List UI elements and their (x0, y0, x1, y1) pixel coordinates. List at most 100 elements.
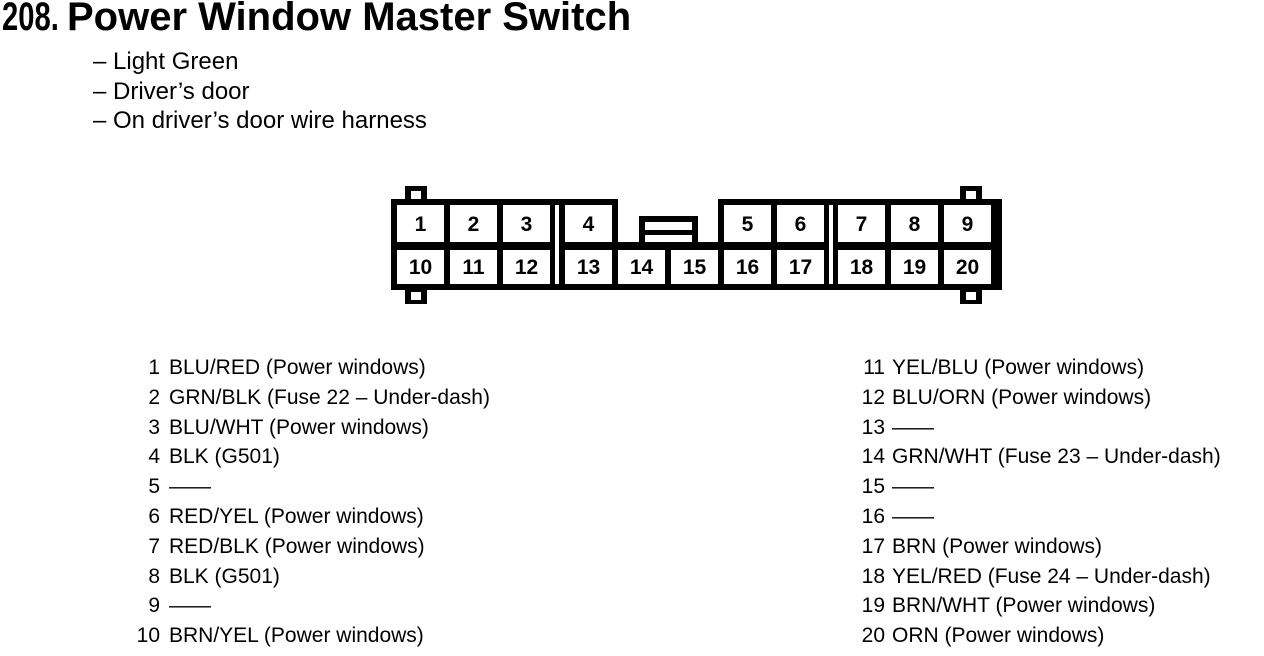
pin-description: —— (892, 504, 934, 528)
pin-cell-label: 16 (736, 256, 759, 279)
pin-cell-label: 4 (583, 213, 595, 236)
pin-cell (397, 250, 444, 284)
pin-cell (891, 250, 938, 284)
pin-cell (838, 205, 885, 242)
pin-cell (565, 205, 612, 242)
pin-number: 19 (861, 594, 885, 618)
pin-cell-label: 12 (515, 256, 538, 279)
pin-cell (565, 250, 612, 284)
pin-row: 18 YEL/RED (Fuse 24 – Under-dash) (857, 562, 1221, 592)
pin-cell-label: 19 (903, 256, 926, 279)
note-line: – Light Green (93, 48, 239, 75)
pin-number: 9 (148, 594, 160, 618)
pin-description: ORN (Power windows) (892, 624, 1105, 648)
pin-cell-label: 6 (795, 213, 807, 236)
pin-cell-label: 2 (468, 213, 480, 236)
pin-cell (724, 205, 771, 242)
pin-description: BLK (G501) (169, 445, 280, 469)
connector-latch-slot (645, 235, 692, 242)
pin-description: BLK (G501) (169, 564, 280, 588)
pin-row: 1 BLU/RED (Power windows) (132, 353, 490, 383)
pin-description: GRN/BLK (Fuse 22 – Under-dash) (169, 385, 490, 409)
section-number: 208. (2, 0, 59, 39)
pin-cell (503, 205, 550, 242)
pin-number: 10 (136, 624, 160, 648)
pin-row: 9 —— (132, 591, 490, 621)
pin-number: 12 (861, 385, 885, 409)
pin-number: 1 (148, 356, 160, 379)
pin-number: 20 (861, 624, 885, 648)
pin-list-right: 11 YEL/BLU (Power windows) 12 BLU/ORN (Pow… (857, 353, 1221, 651)
pin-row: 10 BRN/YEL (Power windows) (132, 621, 490, 651)
page-title: Power Window Master Switch (67, 0, 632, 39)
pin-description: BLU/RED (Power windows) (169, 356, 426, 379)
pin-row: 6 RED/YEL (Power windows) (132, 502, 490, 532)
pin-number: 13 (861, 415, 885, 439)
connector-latch (639, 216, 698, 250)
pin-description: YEL/RED (Fuse 24 – Under-dash) (892, 564, 1211, 588)
pin-cell (503, 250, 550, 284)
pin-description: —— (892, 415, 934, 439)
pin-description: BRN/YEL (Power windows) (169, 624, 424, 648)
connector-tab-hole (411, 191, 421, 199)
pin-cell-label: 17 (789, 256, 812, 279)
connector-tab-hole (966, 292, 976, 300)
pin-row: 12 BLU/ORN (Power windows) (857, 383, 1221, 413)
pin-description: —— (892, 475, 934, 499)
pin-cell-label: 13 (577, 256, 600, 279)
pin-row: 15—— (857, 472, 1221, 502)
pin-cell (891, 205, 938, 242)
pin-cell-label: 14 (630, 256, 654, 279)
pin-cell (944, 250, 991, 284)
pin-cell (944, 205, 991, 242)
pin-row: 5 —— (132, 472, 490, 502)
pin-number: 2 (148, 385, 160, 409)
pin-number: 11 (863, 356, 885, 379)
pin-cell-label: 5 (742, 213, 754, 236)
pin-cell (450, 205, 497, 242)
pin-cell-label: 15 (683, 256, 707, 279)
pin-number: 8 (148, 564, 160, 588)
pin-description: —— (169, 594, 211, 618)
pin-list-left: 1 BLU/RED (Power windows) 2 GRN/BLK (Fuse … (132, 353, 490, 651)
pin-cell-label: 20 (956, 256, 979, 279)
pin-description: RED/YEL (Power windows) (169, 504, 424, 528)
pin-description: YEL/BLU (Power windows) (892, 356, 1145, 379)
connector-divider (555, 205, 559, 284)
pin-cell (838, 250, 885, 284)
pin-number: 17 (861, 534, 885, 558)
pin-description: —— (169, 475, 211, 499)
pin-row: 16—— (857, 502, 1221, 532)
pin-number: 4 (148, 445, 160, 469)
pin-cell-label: 8 (909, 213, 921, 236)
pin-row: 13 —— (857, 413, 1221, 443)
pin-cell-label: 1 (415, 213, 427, 236)
pin-cell-label: 7 (856, 213, 868, 236)
pin-cell (671, 250, 718, 284)
pin-cell (397, 205, 444, 242)
connector-latch-slot (645, 222, 692, 230)
pin-number: 5 (148, 475, 160, 499)
pin-description: BRN/WHT (Power windows) (892, 594, 1156, 618)
pin-number: 18 (861, 564, 885, 588)
pin-number: 3 (148, 415, 160, 439)
pin-number: 6 (148, 504, 160, 528)
note-line: – On driver’s door wire harness (93, 107, 427, 134)
pin-cell-label: 18 (850, 256, 874, 279)
pin-row: 2 GRN/BLK (Fuse 22 – Under-dash) (132, 383, 490, 413)
pin-cell (450, 250, 497, 284)
pin-description: BLU/ORN (Power windows) (892, 385, 1152, 409)
note-line: – Driver’s door (93, 77, 250, 105)
pin-number: 7 (148, 534, 160, 558)
pin-row: 19 BRN/WHT (Power windows) (857, 591, 1221, 621)
pin-row: 11 YEL/BLU (Power windows) (857, 353, 1221, 383)
connector-diagram: 1 2 3 4 5 6 7 8 9 10 11 12 13 14 15 16 1… (391, 184, 1002, 304)
pin-cell-label: 9 (962, 213, 974, 236)
pin-cell (724, 250, 771, 284)
pin-description: GRN/WHT (Fuse 23 – Under-dash) (892, 445, 1221, 469)
pin-cell-label: 11 (462, 256, 485, 279)
